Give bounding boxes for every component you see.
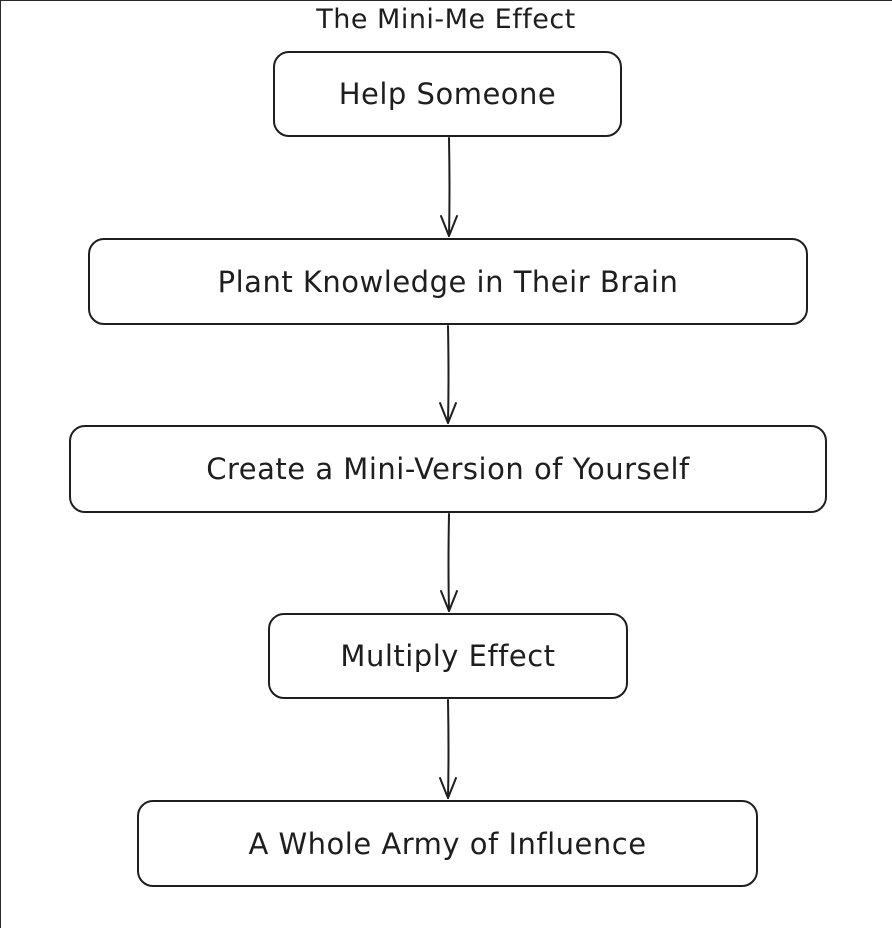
- arrow-create-to-multiply: [440, 513, 458, 612]
- node-multiply-effect: Multiply Effect: [268, 613, 628, 699]
- arrow-help-to-plant: [440, 137, 458, 237]
- node-label: Create a Mini-Version of Yourself: [206, 452, 690, 486]
- node-army-of-influence: A Whole Army of Influence: [137, 800, 758, 887]
- arrow-plant-to-create: [439, 325, 457, 424]
- node-label: Help Someone: [338, 77, 557, 111]
- frame-border-top: [0, 0, 892, 1]
- node-help-someone: Help Someone: [273, 51, 622, 137]
- node-label: A Whole Army of Influence: [248, 826, 647, 861]
- node-plant-knowledge: Plant Knowledge in Their Brain: [88, 238, 808, 325]
- node-create-mini-version: Create a Mini-Version of Yourself: [69, 425, 827, 513]
- frame-border-left: [0, 0, 1, 928]
- node-label: Multiply Effect: [340, 639, 556, 673]
- diagram-title: The Mini-Me Effect: [316, 4, 576, 35]
- node-label: Plant Knowledge in Their Brain: [217, 264, 679, 299]
- arrow-multiply-to-army: [439, 699, 457, 799]
